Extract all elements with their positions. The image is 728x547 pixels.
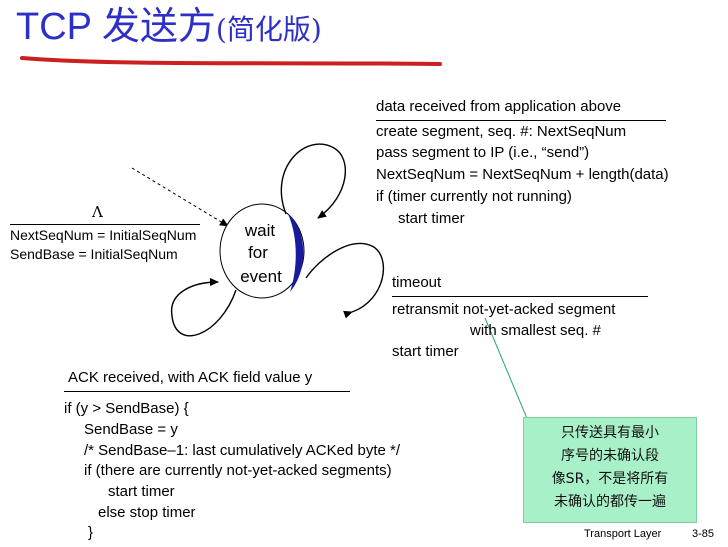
page-number: 3-85: [692, 528, 715, 540]
init-event: Λ: [92, 203, 103, 221]
data-event: data received from application above: [376, 98, 622, 115]
note-line-4: 未确认的都传一遍: [554, 494, 666, 510]
timeout-action-3: start timer: [392, 343, 459, 360]
data-rule: [376, 120, 666, 121]
ack-action-6: else stop timer: [98, 504, 196, 521]
state-wait-for-event: wait for event: [219, 203, 305, 299]
loop-timeout: [305, 242, 385, 319]
timeout-event: timeout: [392, 274, 442, 291]
ack-action-7: }: [88, 524, 94, 541]
init-action-1: NextSeqNum = InitialSeqNum: [10, 227, 197, 243]
ack-action-1: if (y > SendBase) {: [64, 400, 189, 417]
ack-event: ACK received, with ACK field value y: [68, 369, 313, 386]
init-rule: [10, 224, 200, 225]
title-sub: 简化版: [226, 13, 311, 46]
note-line-2: 序号的未确认段: [561, 448, 659, 464]
page-title: TCP 发送方(简化版): [16, 8, 322, 46]
data-action-2: pass segment to IP (i.e., “send”): [376, 144, 590, 161]
state-label-line3: event: [240, 267, 282, 286]
ack-action-3: /* SendBase–1: last cumulatively ACKed b…: [84, 442, 401, 459]
footer-label: Transport Layer: [584, 528, 662, 540]
title-main: TCP 发送方: [16, 6, 216, 48]
note-line-1: 只传送具有最小: [561, 425, 659, 441]
timeout-action-1: retransmit not-yet-acked segment: [392, 301, 616, 318]
data-action-4: if (timer currently not running): [376, 188, 572, 205]
data-action-3: NextSeqNum = NextSeqNum + length(data): [376, 166, 669, 183]
state-label-line1: wait: [244, 221, 276, 240]
state-label-line2: for: [248, 243, 268, 262]
loop-ack: [171, 278, 237, 337]
data-action-5: start timer: [398, 210, 465, 227]
init-action-2: SendBase = InitialSeqNum: [10, 246, 178, 262]
ack-action-5: start timer: [108, 483, 175, 500]
timeout-action-2: with smallest seq. #: [470, 322, 601, 339]
timeout-rule: [392, 296, 648, 297]
title-underline: [20, 56, 442, 66]
title-paren-close: ): [310, 13, 322, 46]
ack-rule: [64, 391, 350, 392]
ack-action-4: if (there are currently not-yet-acked se…: [84, 462, 392, 479]
loop-data-received: [280, 143, 347, 219]
title-paren-open: (: [215, 13, 227, 46]
note-box: 只传送具有最小 序号的未确认段 像SR，不是将所有 未确认的都传一遍: [523, 417, 697, 523]
note-line-3: 像SR，不是将所有: [551, 471, 669, 487]
initial-arrow: [131, 167, 229, 227]
ack-action-2: SendBase = y: [84, 421, 178, 438]
data-action-1: create segment, seq. #: NextSeqNum: [376, 123, 627, 140]
